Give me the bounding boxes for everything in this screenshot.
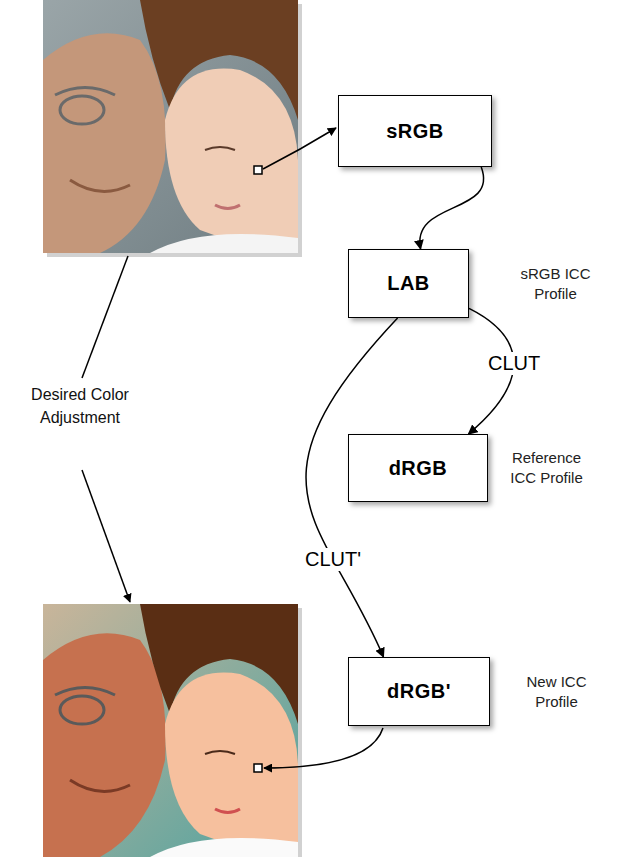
adjustment-line bbox=[82, 256, 128, 378]
box-title: dRGB' bbox=[387, 680, 451, 703]
profile-label: Reference ICC Profile bbox=[499, 448, 594, 489]
profile-label: New ICC Profile bbox=[509, 671, 604, 712]
sample-arrow bbox=[263, 128, 336, 169]
process-box: sRGB bbox=[338, 95, 492, 167]
original-photo bbox=[43, 0, 302, 257]
edge-label: CLUT bbox=[484, 352, 544, 375]
profile-label: sRGB ICC Profile bbox=[508, 263, 603, 304]
flow-arrow bbox=[420, 167, 484, 249]
process-box: dRGB'New ICC Profile bbox=[348, 657, 490, 726]
adjustment-arrow bbox=[82, 470, 130, 602]
sample-arrow bbox=[264, 728, 383, 768]
process-box: dRGBReference ICC Profile bbox=[348, 434, 488, 502]
process-box: LABsRGB ICC Profile bbox=[348, 249, 469, 318]
box-title: sRGB bbox=[386, 120, 444, 143]
adjusted-photo bbox=[43, 604, 302, 857]
box-title: dRGB bbox=[389, 457, 448, 480]
box-title: LAB bbox=[387, 272, 430, 295]
edge-label: CLUT' bbox=[301, 548, 365, 571]
annotation-label: Desired Color Adjustment bbox=[30, 383, 130, 429]
